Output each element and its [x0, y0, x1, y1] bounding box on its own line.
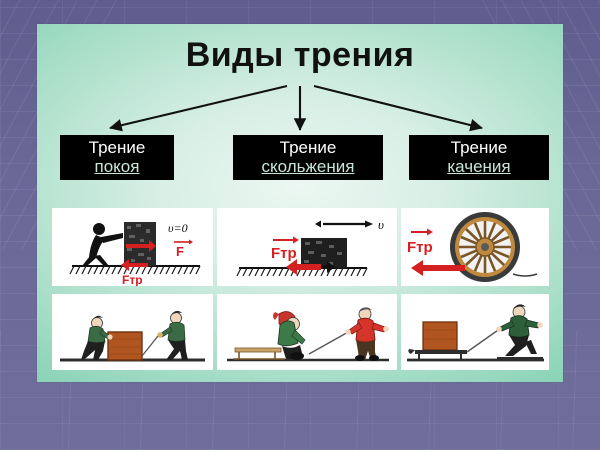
category-label-rolling-top: Трение	[450, 138, 508, 157]
child-pulling-sliding-photo	[345, 307, 389, 361]
svg-text:Fтр: Fтр	[407, 239, 433, 256]
category-label-rolling[interactable]: Трение качения	[409, 135, 549, 181]
block-sliding	[301, 238, 347, 268]
presentation-slide: Виды трения Трение покоя Трение скольжен…	[37, 24, 563, 382]
diagram-panel-static: υ=0 F Fтр	[52, 208, 213, 286]
friction-force-arrow-sliding	[286, 259, 321, 275]
wheel-rolling	[450, 212, 538, 282]
velocity-label-sliding: υ	[378, 217, 384, 232]
category-label-static-top: Трение	[88, 138, 146, 157]
photo-panel-static	[52, 294, 213, 370]
velocity-label-static: υ=0	[168, 221, 188, 235]
applied-force-arrow-static	[126, 240, 156, 252]
person-pushing-static	[82, 223, 123, 266]
ground-hatching-static	[69, 265, 201, 275]
category-label-rolling-bottom: качения	[447, 157, 511, 177]
crate-static-photo	[107, 331, 143, 361]
friction-force-arrow-static	[121, 259, 148, 271]
category-label-sliding-top: Трение	[279, 138, 337, 157]
rope-rolling-photo	[466, 327, 502, 353]
friction-force-label-static: Fтр	[122, 273, 143, 286]
category-label-sliding-bottom: скольжения	[261, 157, 355, 177]
applied-force-label-static: F	[174, 239, 193, 259]
friction-force-label-rolling: Fтр	[407, 228, 433, 256]
connector-line-rolling	[313, 84, 483, 132]
friction-force-label-sliding: Fтр	[271, 236, 299, 262]
sled-sliding-photo	[233, 347, 285, 360]
diagram-panel-rolling: Fтр	[401, 208, 549, 286]
svg-text:Fтр: Fтр	[271, 245, 297, 262]
category-label-static[interactable]: Трение покоя	[60, 135, 174, 181]
person-pusher-static-photo	[81, 315, 113, 360]
person-puller-static-photo	[141, 310, 188, 360]
photo-panel-rolling	[401, 294, 549, 370]
rope-static-photo	[141, 335, 159, 357]
motion-base-arrow-sliding	[309, 261, 335, 273]
person-pulling-rolling-photo	[496, 304, 543, 359]
photo-panel-sliding	[217, 294, 397, 370]
diagram-panel-sliding: υ Fтр	[217, 208, 397, 286]
child-seated-sliding-photo	[273, 311, 306, 360]
svg-text:F: F	[176, 244, 184, 259]
category-label-static-bottom: покоя	[94, 157, 140, 177]
rope-sliding-photo	[308, 330, 351, 355]
category-label-sliding[interactable]: Трение скольжения	[233, 135, 383, 181]
friction-force-arrow-rolling	[411, 260, 465, 276]
motion-arrow-sliding	[315, 220, 373, 228]
connector-line-static	[109, 84, 288, 132]
wheel-handle	[512, 273, 538, 277]
page-title: Виды трения	[185, 36, 415, 74]
cart-rolling-photo	[408, 321, 467, 359]
